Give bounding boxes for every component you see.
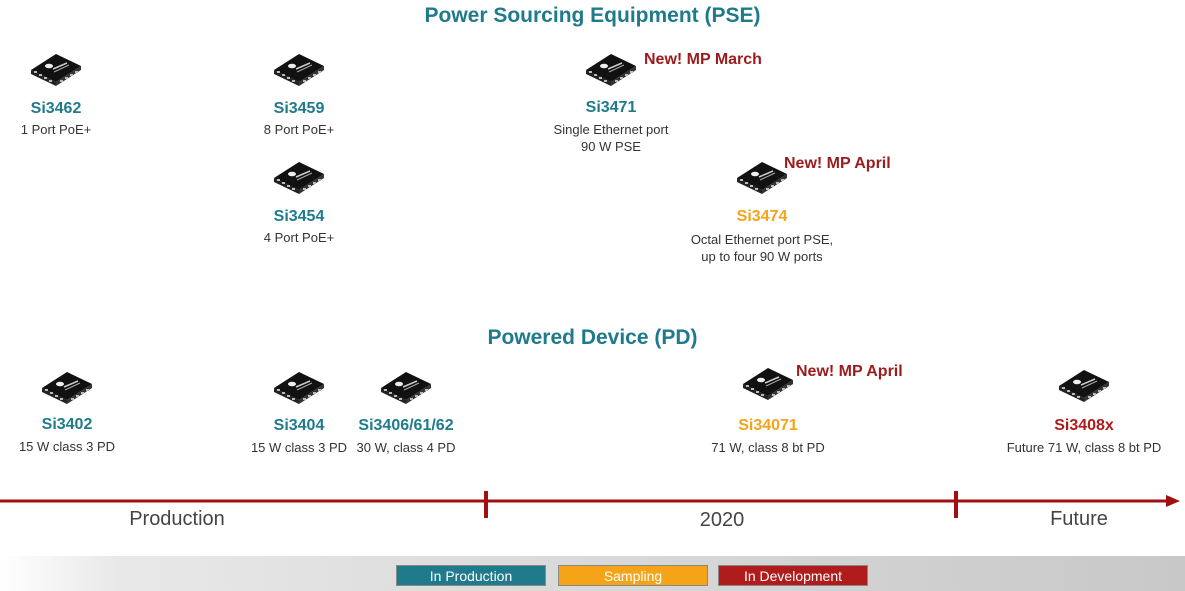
product-description-line: up to four 90 W ports [701,249,823,264]
product-description: 1 Port PoE+ [21,121,91,138]
phase-2020-label: 2020 [699,509,745,531]
pse-section-title: Power Sourcing Equipment (PSE) [424,4,761,27]
product-description-line: Single Ethernet port [553,122,669,137]
product-description-line: 30 W, class 4 PD [356,440,456,455]
product-description-line: 1 Port PoE+ [20,122,92,137]
product-name: Si3462 [30,100,82,117]
chip-icon [272,52,326,88]
product-name: Si3408x [1054,417,1114,434]
product-description-line: Future 71 W, class 8 bt PD [1006,440,1162,455]
product-name: Si3454 [273,208,325,225]
timeline-arrow-icon [1166,495,1180,507]
chip-icon [735,160,789,196]
new-mp-tag: New! MP April [796,363,903,380]
product-name: Si34071 [738,417,798,434]
phase-production-label: Production [129,508,225,530]
product-description: 30 W, class 4 PD [357,439,456,456]
chip-icon [379,370,433,406]
chip-icon [1057,368,1111,404]
product-name: Si3402 [41,416,93,433]
legend-sampling: Sampling [558,565,708,586]
product-name: Si3474 [736,208,788,225]
chip-icon [272,370,326,406]
product-name: Si3404 [273,417,325,434]
product-name: Si3406/61/62 [358,417,454,434]
new-mp-tag: New! MP March [644,51,762,68]
legend-in-production: In Production [396,565,546,586]
product-description: Single Ethernet port 90 W PSE [554,121,669,155]
product-name: Si3471 [585,99,637,116]
product-description-line: 90 W PSE [581,139,641,154]
phase-future-label: Future [1050,508,1108,530]
product-description: Future 71 W, class 8 bt PD [1007,439,1162,456]
product-description: 4 Port PoE+ [264,229,334,246]
product-description-line: 8 Port PoE+ [263,122,335,137]
product-description-line: 15 W class 3 PD [18,439,116,454]
new-mp-tag: New! MP April [784,155,891,172]
chip-icon [29,52,83,88]
product-description-line: 71 W, class 8 bt PD [711,440,825,455]
product-description: 15 W class 3 PD [251,439,347,456]
product-description: 15 W class 3 PD [19,438,115,455]
product-name: Si3459 [273,100,325,117]
chip-icon [741,366,795,402]
product-description: 71 W, class 8 bt PD [711,439,824,456]
timeline [0,491,1180,518]
product-description-line: Octal Ethernet port PSE, [690,232,834,247]
legend-in-development: In Development [718,565,868,586]
chip-icon [40,370,94,406]
chip-icon [584,52,638,88]
pd-section-title: Powered Device (PD) [487,326,698,349]
chip-icon [272,160,326,196]
product-description-line: 4 Port PoE+ [263,230,335,245]
product-description: 8 Port PoE+ [264,121,334,138]
product-description: Octal Ethernet port PSE, up to four 90 W … [691,231,833,265]
product-description-line: 15 W class 3 PD [250,440,348,455]
